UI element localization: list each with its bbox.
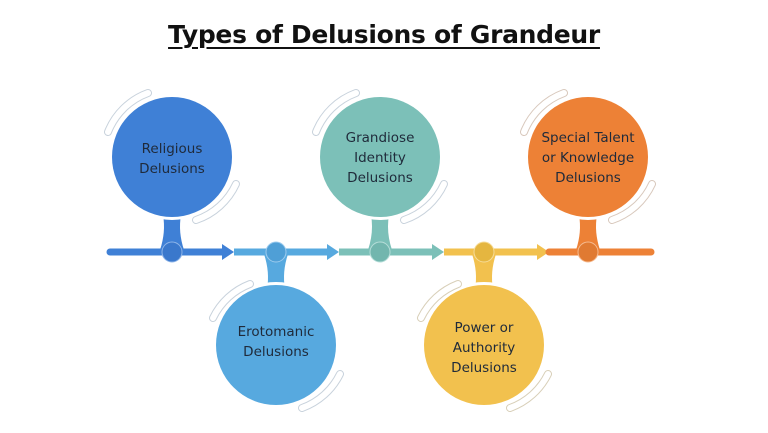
step-label-power-authority: Power or Authority Delusions [451,320,517,376]
step-special-talent [520,89,656,263]
step-grandiose [312,89,448,263]
diagram-title-text: Types of Delusions of Grandeur [168,20,600,49]
step-religious [104,89,240,263]
arrowhead-icon [432,244,444,260]
step-label-erotomanic: Erotomanic Delusions [237,324,315,360]
arrowhead-icon [222,244,234,260]
diagram-title: Types of Delusions of Grandeur [0,20,768,49]
step-erotomanic [209,241,344,412]
step-label-special-talent: Special Talent or Knowledge Delusions [541,130,635,186]
step-label-grandiose-identity: Grandiose Identity Delusions [345,130,415,186]
arrowhead-icon [327,244,339,260]
arrowhead-icon [537,244,549,260]
step-power [417,241,552,412]
step-label-religious: Religious Delusions [139,141,205,177]
